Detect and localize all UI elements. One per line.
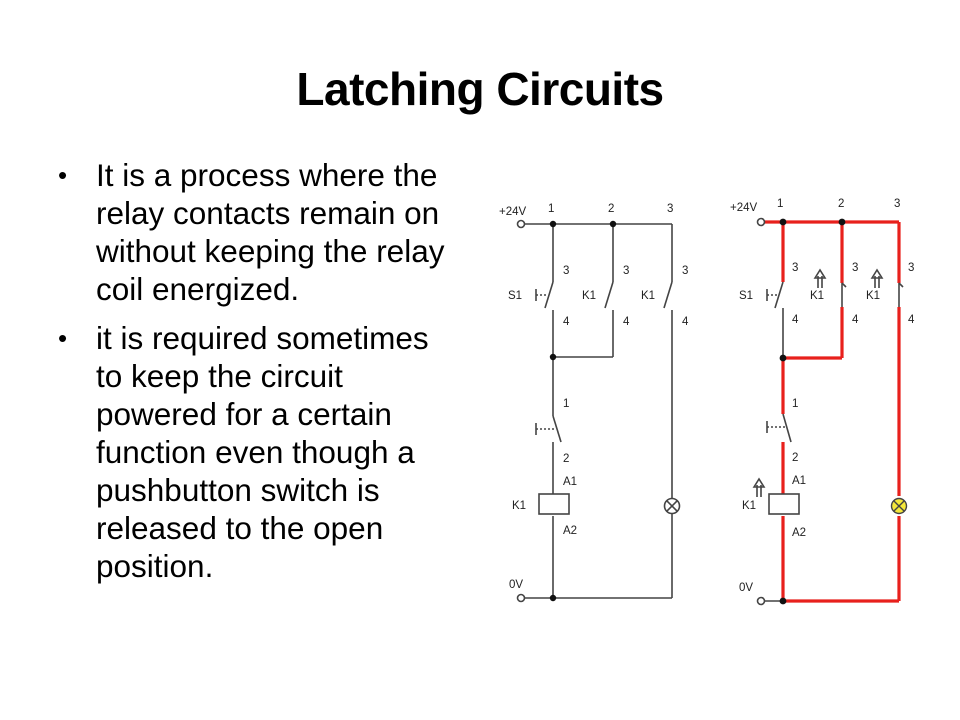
left-supply-label: +24V: [499, 206, 527, 218]
right-energized-wires: [765, 220, 901, 603]
right-contact-pin: 4: [792, 314, 799, 326]
left-coil-label: K1: [512, 500, 526, 512]
right-relay-coil: [768, 493, 800, 515]
right-terminals: [756, 217, 766, 606]
left-contact-pin: 4: [563, 316, 570, 328]
left-wires: [525, 223, 673, 599]
left-switch-label: K1: [582, 290, 596, 302]
left-contact-pin: 3: [563, 265, 569, 277]
bullet-dot-icon: •: [58, 323, 68, 353]
right-column-label: 2: [838, 198, 844, 210]
left-column-label: 1: [548, 203, 554, 215]
right-stop-pin: 1: [792, 398, 798, 410]
right-coil-label: K1: [742, 500, 756, 512]
left-contact-pin: 3: [623, 265, 629, 277]
left-circuit: [516, 219, 681, 603]
right-ground-label: 0V: [739, 582, 753, 594]
left-switch-label: S1: [508, 290, 522, 302]
right-circuit-labels: +24V 0V 1 2 3 3 4 3 4 3 4 S1 K1 K1 1 2 K…: [730, 198, 915, 594]
right-switch-label: K1: [866, 290, 880, 302]
left-contact-pin: 4: [623, 316, 630, 328]
slide-title: Latching Circuits: [296, 63, 664, 115]
right-contact-pin: 4: [852, 314, 859, 326]
right-dark-wires: [752, 268, 904, 602]
right-contact-pin: 3: [852, 262, 858, 274]
left-stop-pin: 1: [563, 398, 569, 410]
right-supply-label: +24V: [730, 202, 758, 214]
left-column-label: 2: [608, 203, 614, 215]
right-coil-pin: A1: [792, 475, 806, 487]
left-junctions: [549, 220, 617, 602]
left-lamp-icon: [663, 497, 681, 515]
left-column-label: 3: [667, 203, 673, 215]
left-stop-pin: 2: [563, 453, 569, 465]
left-terminals: [516, 219, 526, 603]
k1-activated-arrow-icon: [813, 268, 827, 288]
left-contact-pin: 4: [682, 316, 689, 328]
bullet-item: • It is a process where the relay contac…: [56, 156, 456, 308]
left-switch-label: K1: [641, 290, 655, 302]
bullet-dot-icon: •: [58, 160, 68, 190]
right-contact-pin: 3: [792, 262, 798, 274]
right-coil-pin: A2: [792, 527, 806, 539]
left-coil-pin: A1: [563, 476, 577, 488]
coil-activated-arrow-icon: [752, 477, 766, 497]
right-contact-pin: 4: [908, 314, 915, 326]
right-contact-pin: 3: [908, 262, 914, 274]
bullet-text: it is required sometimes to keep the cir…: [96, 320, 429, 584]
right-lamp-lit-icon: [890, 497, 908, 515]
k1-activated-arrow-icon: [870, 268, 884, 288]
right-circuit: [752, 217, 908, 606]
left-coil-pin: A2: [563, 525, 577, 537]
right-switch-label: S1: [739, 290, 753, 302]
bullet-text: It is a process where the relay contacts…: [96, 157, 445, 307]
left-circuit-labels: +24V 0V 1 2 3 3 4 3 4 3 4 S1 K1 K1 1 2 K…: [499, 203, 689, 591]
bullet-item: • it is required sometimes to keep the c…: [56, 319, 456, 585]
right-switch-label: K1: [810, 290, 824, 302]
right-junctions: [779, 218, 846, 605]
right-column-label: 3: [894, 198, 900, 210]
left-ground-label: 0V: [509, 579, 523, 591]
left-relay-coil: [538, 493, 570, 515]
bullet-list: • It is a process where the relay contac…: [56, 156, 456, 596]
right-column-label: 1: [777, 198, 783, 210]
right-stop-pin: 2: [792, 452, 798, 464]
left-contact-pin: 3: [682, 265, 688, 277]
